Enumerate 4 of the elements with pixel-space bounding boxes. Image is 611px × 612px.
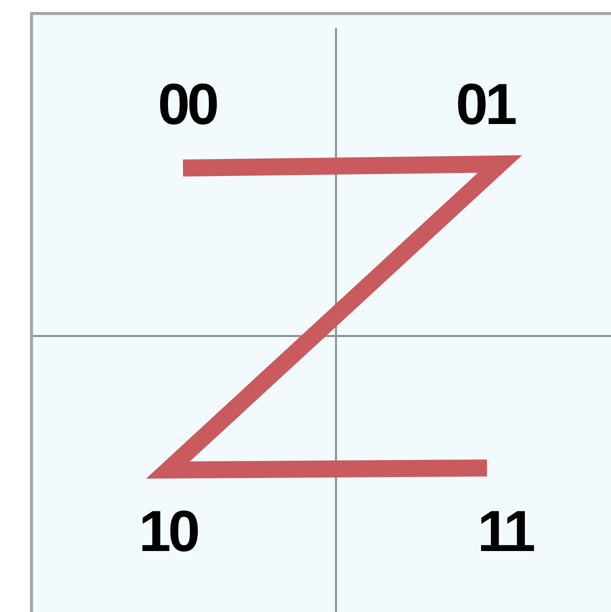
cell-index-label: 10 [138,503,198,561]
cell-index-label: 01 [456,76,514,134]
cell-index-label: 00 [158,76,216,134]
cell-index-label: 11 [477,503,533,561]
